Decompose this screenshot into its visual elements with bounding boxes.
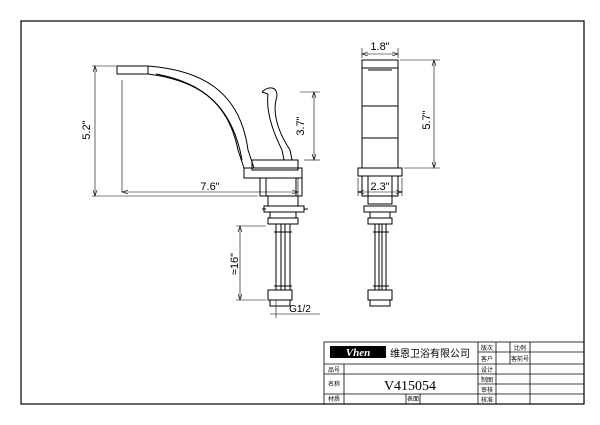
label-name: 名称 [328, 380, 340, 388]
dim-spout-height: 3.7" [295, 116, 307, 135]
label-approve: 核准 [481, 396, 493, 404]
vhen-logo [330, 346, 386, 358]
label-ver: 版次 [481, 344, 493, 352]
drawing-border [20, 20, 585, 405]
label-drawing: 制图 [481, 376, 493, 384]
dim-side-height: 5.7" [421, 110, 433, 129]
front-view [116, 65, 308, 307]
dim-hose-length: ≈16" [229, 253, 241, 275]
company-name: 维恩卫浴有限公司 [390, 347, 470, 360]
side-dimensions [357, 48, 440, 196]
dim-height-total: 5.2" [81, 120, 93, 139]
label-customer: 客户 [481, 355, 493, 363]
dim-reach: 7.6" [200, 181, 219, 193]
dim-side-base-width: 2.3" [370, 181, 389, 193]
label-scale: 比例 [514, 344, 526, 352]
label-customer-item: 客前号 [511, 355, 529, 363]
label-review: 审核 [481, 386, 493, 394]
vhen-logo-text: Vhen [346, 347, 370, 359]
label-material: 材质 [328, 395, 340, 403]
dim-side-width-top: 1.8" [370, 41, 389, 53]
dim-thread: G1/2 [289, 304, 311, 315]
model-number: V415054 [384, 379, 436, 394]
label-item-no: 品号 [328, 367, 340, 374]
side-view [357, 59, 403, 307]
front-dimensions [92, 65, 320, 318]
label-surface: 表面 [407, 395, 419, 403]
title-block: Vhen 维恩卫浴有限公司 品号 名称 材质 表面 V415054 版次 客户 … [323, 341, 585, 405]
label-design: 设计 [481, 366, 493, 374]
